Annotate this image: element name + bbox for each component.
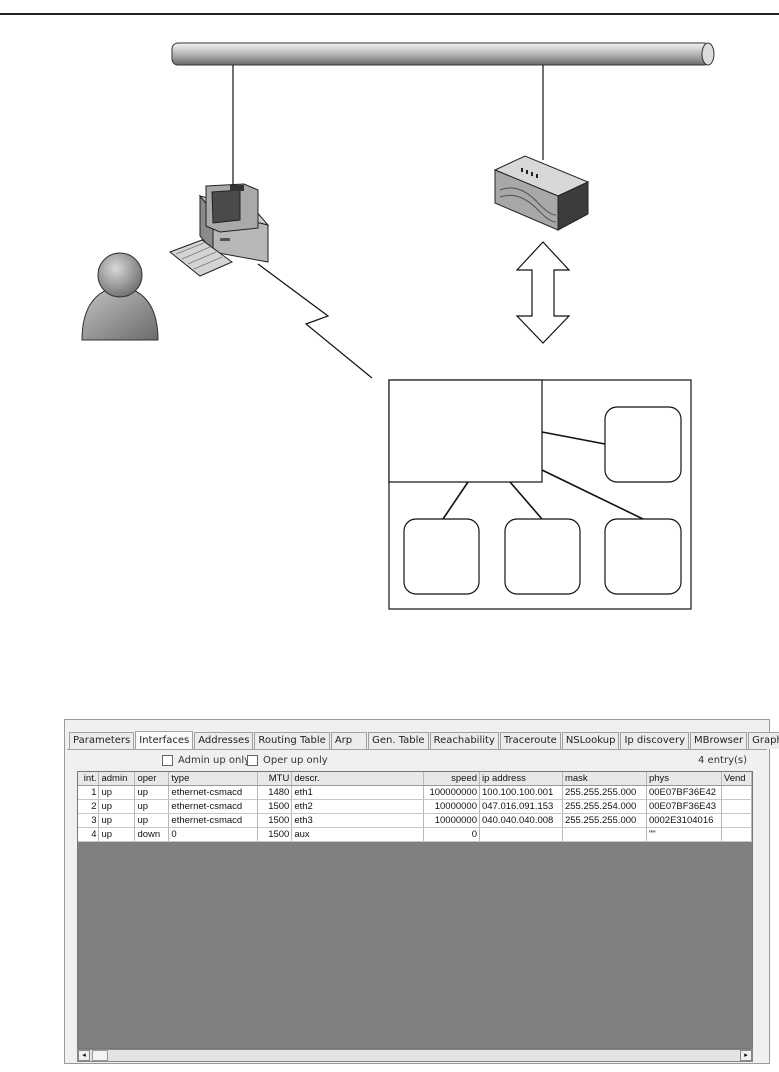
cell-descr: eth2 bbox=[291, 799, 425, 814]
cell-oper: up bbox=[134, 785, 170, 800]
scroll-left-icon[interactable]: ◂ bbox=[78, 1050, 90, 1061]
column-header-ip-address[interactable]: ip address bbox=[479, 772, 563, 786]
cell-mask: 255.255.255.000 bbox=[562, 785, 647, 800]
cell-int: 1 bbox=[78, 785, 100, 800]
cell-admin: up bbox=[98, 799, 136, 814]
tab-parameters[interactable]: Parameters bbox=[69, 732, 135, 749]
cell-phys: "" bbox=[646, 827, 722, 842]
scroll-thumb[interactable] bbox=[92, 1050, 108, 1061]
cell-descr: eth1 bbox=[291, 785, 425, 800]
cell-descr: eth3 bbox=[291, 813, 425, 828]
oper-up-only-checkbox[interactable] bbox=[247, 755, 258, 766]
cell-oper: up bbox=[134, 799, 170, 814]
cell-phys: 0002E3104016 bbox=[646, 813, 722, 828]
column-header-vend[interactable]: Vend bbox=[721, 772, 752, 786]
table-row[interactable]: 3 up up ethernet-csmacd 1500 eth3 100000… bbox=[78, 813, 752, 828]
admin-up-only-checkbox[interactable] bbox=[162, 755, 173, 766]
cell-type: ethernet-csmacd bbox=[168, 799, 259, 814]
cell-vend bbox=[721, 813, 752, 828]
cell-speed: 10000000 bbox=[423, 799, 480, 814]
cell-vend bbox=[721, 799, 752, 814]
page-top-rule bbox=[0, 13, 779, 15]
tab-addresses[interactable]: Addresses bbox=[194, 732, 254, 749]
cell-mtu: 1480 bbox=[257, 785, 293, 800]
column-header-oper[interactable]: oper bbox=[134, 772, 170, 786]
table-row[interactable]: 4 up down 0 1500 aux 0 "" bbox=[78, 827, 752, 842]
cell-int: 2 bbox=[78, 799, 100, 814]
workstation-icon bbox=[198, 183, 270, 263]
bidirectional-arrow-icon bbox=[515, 241, 571, 344]
tab-routing-table[interactable]: Routing Table bbox=[254, 732, 330, 749]
network-bus-icon bbox=[171, 42, 715, 66]
admin-up-only-option[interactable]: Admin up only bbox=[162, 755, 250, 766]
cell-speed: 100000000 bbox=[423, 785, 480, 800]
oper-up-only-option[interactable]: Oper up only bbox=[247, 755, 328, 766]
cell-mask bbox=[562, 827, 647, 842]
column-header-mtu[interactable]: MTU bbox=[257, 772, 293, 786]
cell-admin: up bbox=[98, 785, 136, 800]
column-header-mask[interactable]: mask bbox=[562, 772, 647, 786]
tab-traceroute[interactable]: Traceroute bbox=[499, 732, 561, 749]
cell-type: ethernet-csmacd bbox=[168, 813, 259, 828]
column-header-speed[interactable]: speed bbox=[423, 772, 480, 786]
column-header-int[interactable]: int. bbox=[78, 772, 100, 786]
cell-vend bbox=[721, 827, 752, 842]
column-header-type[interactable]: type bbox=[168, 772, 259, 786]
cell-speed: 0 bbox=[423, 827, 480, 842]
tab-mbrowser[interactable]: MBrowser bbox=[689, 732, 748, 749]
cell-mtu: 1500 bbox=[257, 827, 293, 842]
cell-type: 0 bbox=[168, 827, 259, 842]
cell-phys: 00E07BF36E42 bbox=[646, 785, 722, 800]
cell-int: 3 bbox=[78, 813, 100, 828]
horizontal-scrollbar[interactable]: ◂ ▸ bbox=[77, 1049, 753, 1062]
cell-speed: 10000000 bbox=[423, 813, 480, 828]
column-header-admin[interactable]: admin bbox=[98, 772, 136, 786]
tab-graph[interactable]: Graph bbox=[748, 732, 779, 749]
table-header-row: int. admin oper type MTU descr. speed ip… bbox=[78, 772, 752, 786]
interfaces-grid[interactable]: int. admin oper type MTU descr. speed ip… bbox=[77, 771, 753, 1049]
admin-up-only-label: Admin up only bbox=[178, 755, 251, 766]
cell-mask: 255.255.255.000 bbox=[562, 813, 647, 828]
entry-count: 4 entry(s) bbox=[698, 755, 747, 766]
cell-ip-address: 040.040.040.008 bbox=[479, 813, 563, 828]
cell-admin: up bbox=[98, 813, 136, 828]
tab-ip-discovery[interactable]: Ip discovery bbox=[620, 732, 689, 749]
cell-vend bbox=[721, 785, 752, 800]
column-header-phys[interactable]: phys bbox=[646, 772, 722, 786]
tab-arp[interactable]: Arp bbox=[330, 732, 368, 749]
cell-mtu: 1500 bbox=[257, 799, 293, 814]
tab-nslookup[interactable]: NSLookup bbox=[561, 732, 620, 749]
cell-int: 4 bbox=[78, 827, 100, 842]
interfaces-table: int. admin oper type MTU descr. speed ip… bbox=[78, 772, 752, 842]
column-header-descr[interactable]: descr. bbox=[291, 772, 425, 786]
cell-oper: up bbox=[134, 813, 170, 828]
cell-oper: down bbox=[134, 827, 170, 842]
device-tree-icon bbox=[388, 379, 692, 610]
cell-mask: 255.255.254.000 bbox=[562, 799, 647, 814]
scroll-right-icon[interactable]: ▸ bbox=[740, 1050, 752, 1061]
cell-phys: 00E07BF36E43 bbox=[646, 799, 722, 814]
cell-ip-address bbox=[479, 827, 563, 842]
table-row[interactable]: 2 up up ethernet-csmacd 1500 eth2 100000… bbox=[78, 799, 752, 814]
table-row[interactable]: 1 up up ethernet-csmacd 1480 eth1 100000… bbox=[78, 785, 752, 800]
tab-divider bbox=[67, 749, 767, 750]
oper-up-only-label: Oper up only bbox=[263, 755, 328, 766]
cell-descr: aux bbox=[291, 827, 425, 842]
cell-ip-address: 047.016.091.153 bbox=[479, 799, 563, 814]
tab-reachability[interactable]: Reachability bbox=[429, 732, 499, 749]
cell-admin: up bbox=[98, 827, 136, 842]
wireless-link-icon bbox=[257, 263, 373, 379]
tab-interfaces[interactable]: Interfaces bbox=[135, 731, 194, 750]
cell-mtu: 1500 bbox=[257, 813, 293, 828]
user-icon bbox=[81, 252, 159, 341]
cell-type: ethernet-csmacd bbox=[168, 785, 259, 800]
router-icon bbox=[493, 155, 590, 231]
network-diagram bbox=[81, 42, 715, 610]
keyboard-icon bbox=[169, 239, 233, 277]
tab-bar: Parameters Interfaces Addresses Routing … bbox=[69, 730, 779, 750]
cell-ip-address: 100.100.100.001 bbox=[479, 785, 563, 800]
tab-gen-table[interactable]: Gen. Table bbox=[368, 732, 429, 749]
snmp-tool-window: Parameters Interfaces Addresses Routing … bbox=[64, 719, 779, 1064]
